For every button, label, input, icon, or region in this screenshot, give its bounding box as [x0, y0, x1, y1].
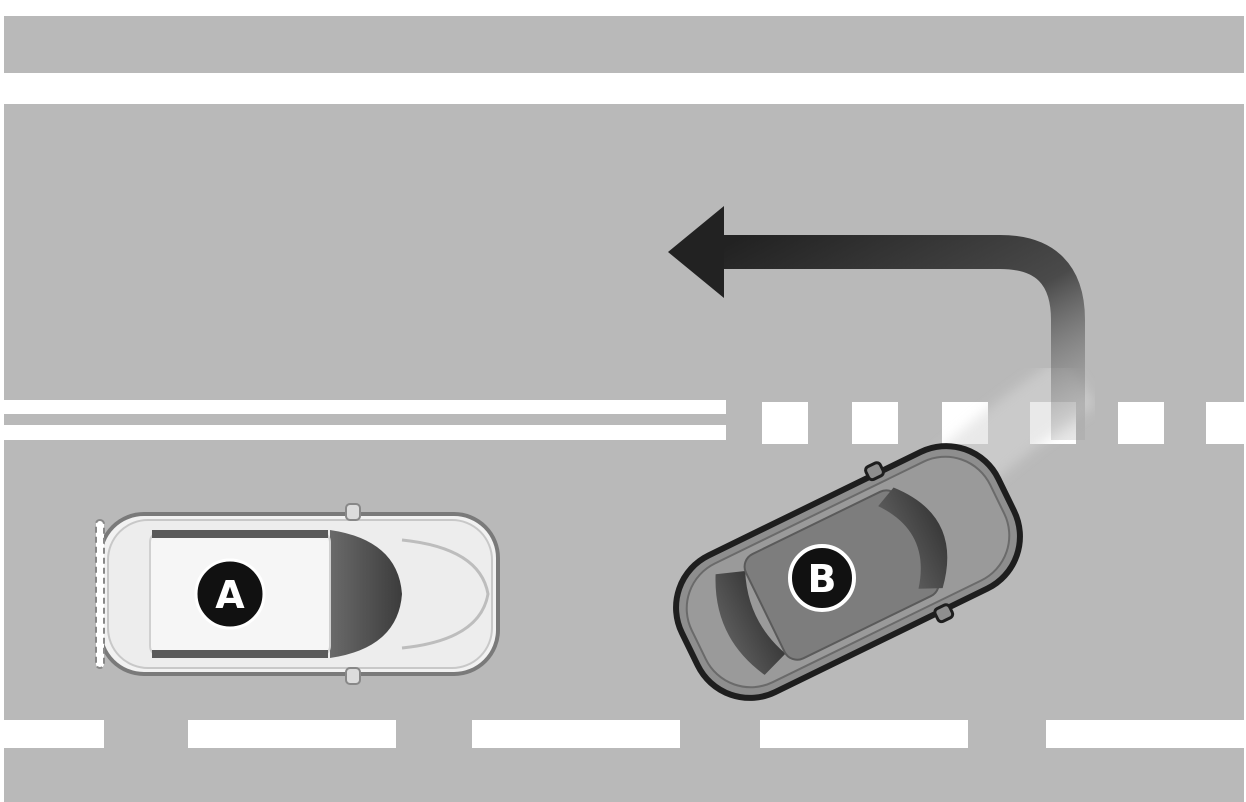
bottom-dashed-lane-line: [4, 720, 1246, 748]
car-a-label: A: [215, 573, 245, 617]
car-a-badge: [194, 558, 266, 630]
car-b-badge: [788, 544, 856, 612]
car-b-label: B: [808, 557, 837, 601]
car-icon: [95, 503, 500, 685]
road-main: [4, 104, 1244, 802]
double-solid-centerline: [4, 400, 726, 440]
road-top-strip: [4, 16, 1244, 73]
car-a: A: [95, 503, 500, 685]
left-u-turn-arrow-icon: [668, 206, 1085, 440]
